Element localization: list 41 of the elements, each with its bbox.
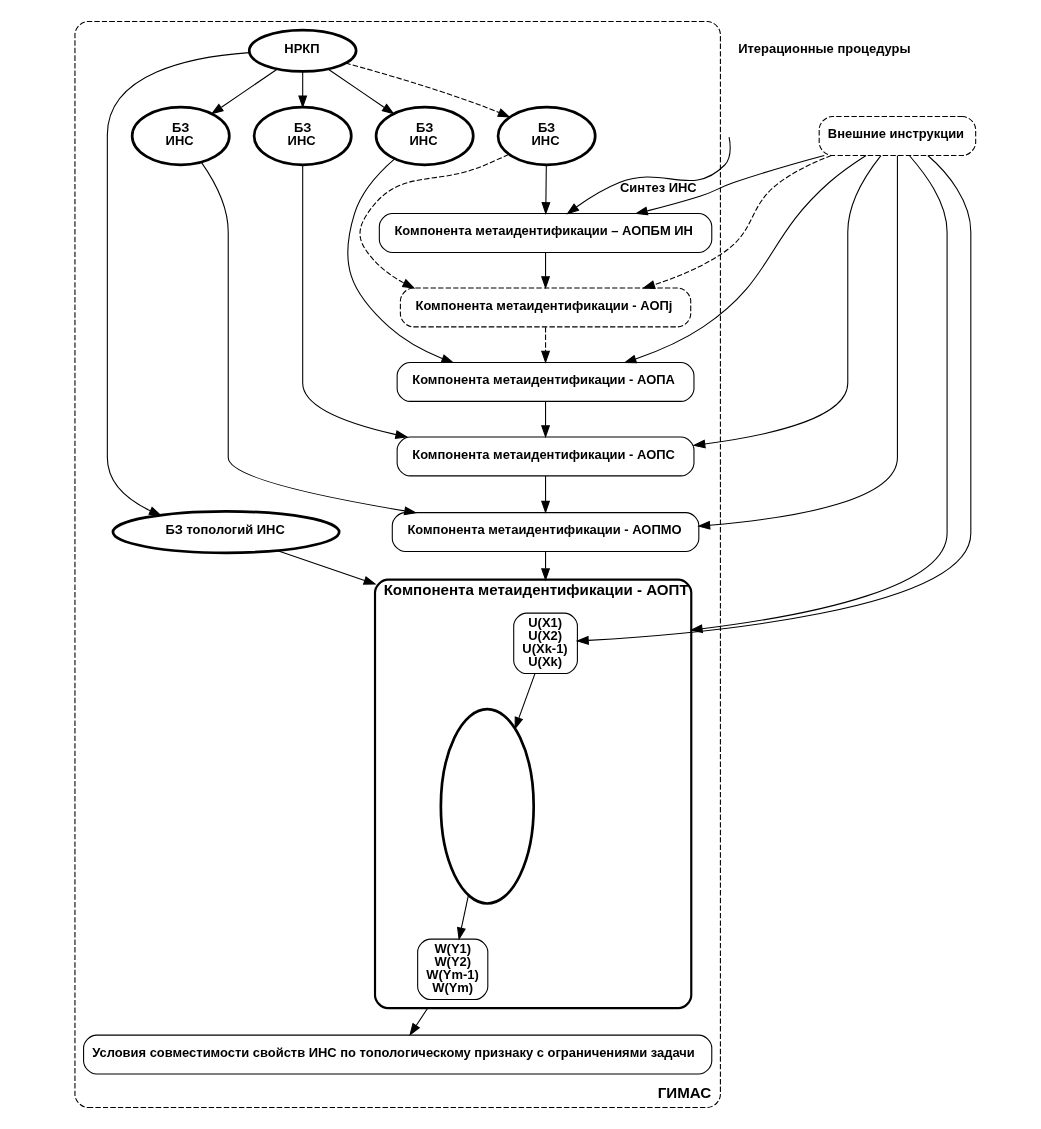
node-box: Компонента метаидентификации - АОПj	[399, 287, 691, 328]
node-box: Внешние инструкции	[818, 116, 976, 156]
arrow	[326, 68, 395, 115]
node-box: Условия совместимости свойств ИНС по топологическому признаку с ограничениями задачи	[82, 1034, 712, 1075]
arrow	[358, 154, 509, 289]
arrow	[301, 164, 408, 439]
arrow	[540, 401, 550, 439]
node-ellipse: БЗ топологий ИНС	[111, 510, 341, 555]
arrow	[689, 154, 948, 634]
arrow	[106, 52, 250, 516]
arrow	[200, 161, 417, 516]
node-ellipse: БЗ ИНС	[252, 105, 353, 167]
arrow	[346, 158, 454, 363]
arrow	[540, 475, 550, 514]
node-ellipse: НРКП	[247, 28, 357, 73]
label: Итерационные процедуры	[737, 41, 911, 57]
arrow	[696, 155, 898, 530]
arrow	[514, 673, 535, 730]
arrow	[456, 894, 469, 941]
arrow	[540, 252, 550, 290]
node-box: W(Y1) W(Y2) W(Ym-1) W(Ym)	[416, 938, 488, 1001]
edge-label: Синтез ИНС	[619, 179, 697, 195]
node-box: Компонента метаидентификации - АОПС	[396, 436, 694, 477]
arrow	[565, 136, 731, 215]
arrow	[634, 154, 825, 216]
arrow	[297, 71, 307, 109]
node-box: U(X1) U(X2) U(Xk-1) U(Xk)	[512, 612, 578, 675]
node-box: Компонента метаидентификации - АОПМО	[391, 512, 699, 553]
arrow	[623, 154, 867, 364]
node-box: Компонента метаидентификации – АОПБМ ИН	[378, 213, 712, 253]
node-box: Компонента метаидентификации - АОПА	[396, 361, 694, 402]
arrow	[575, 154, 971, 645]
arrow	[691, 155, 881, 449]
arrow	[540, 164, 550, 216]
arrow	[641, 154, 832, 290]
arrow	[408, 1007, 428, 1037]
arrow	[210, 68, 278, 115]
arrow	[276, 550, 377, 585]
node-cloud	[439, 707, 535, 905]
arrow	[344, 62, 511, 118]
arrow	[540, 326, 550, 364]
